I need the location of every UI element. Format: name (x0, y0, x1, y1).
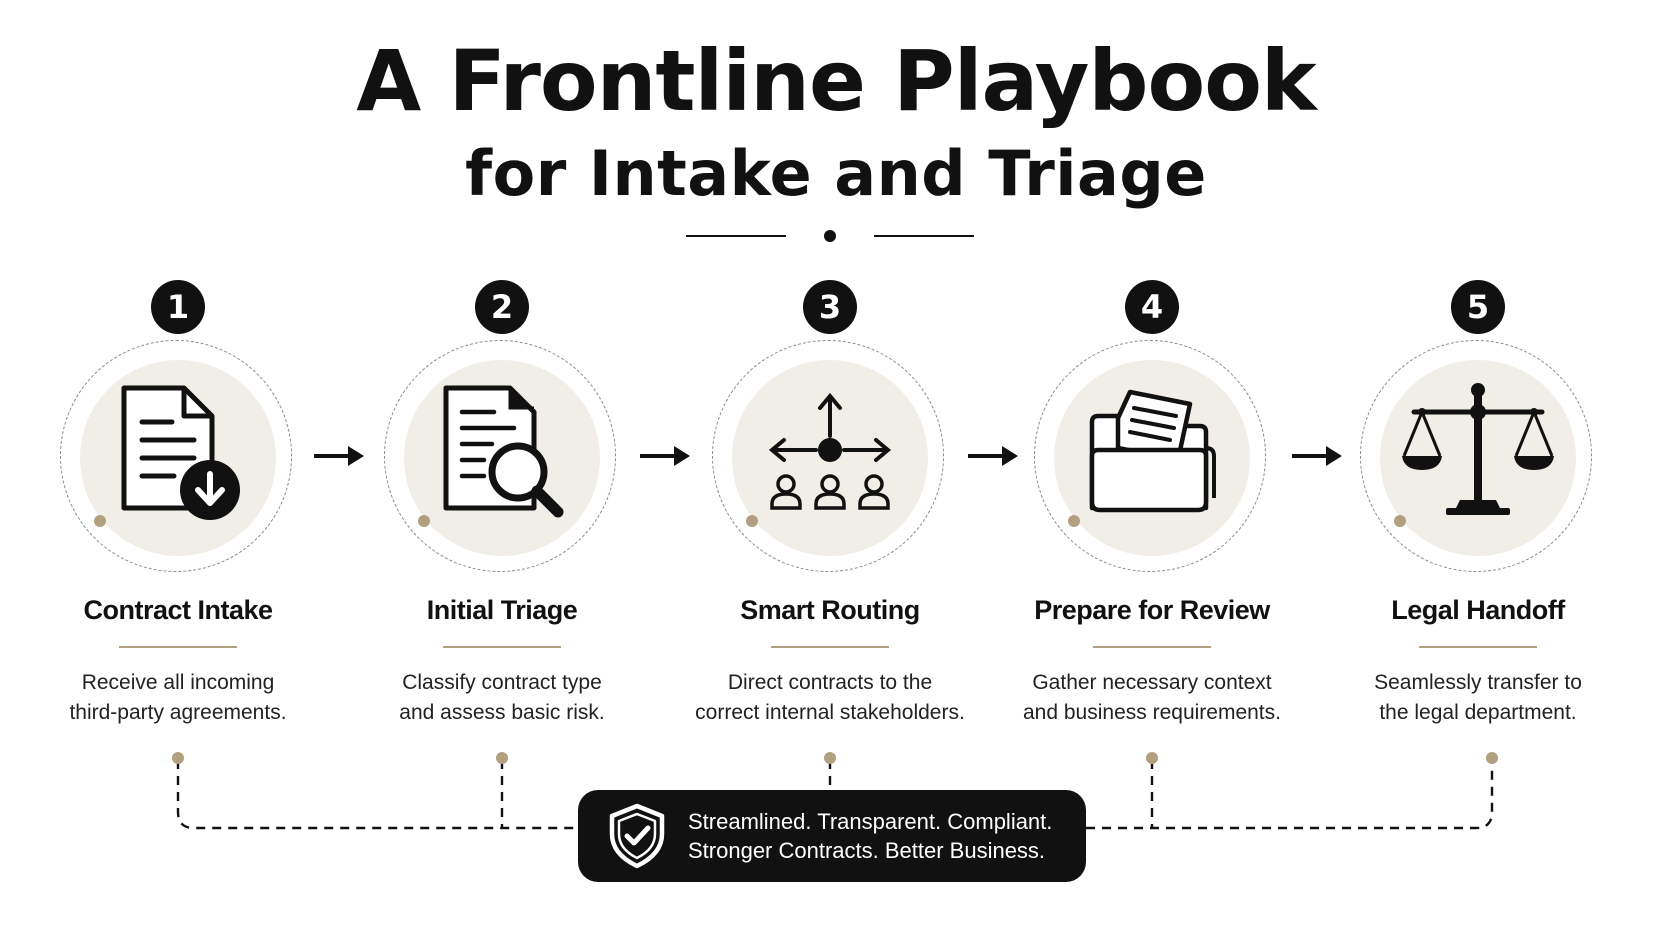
page-subtitle: for Intake and Triage (465, 137, 1207, 210)
step-number: 2 (475, 280, 529, 334)
banner-line-2: Stronger Contracts. Better Business. (688, 838, 1046, 863)
arrow-right-icon (968, 446, 1018, 466)
shield-check-icon (609, 803, 665, 869)
connector-dot-3 (824, 752, 836, 764)
description-line: the legal department. (1379, 701, 1577, 724)
description-line: Seamlessly transfer to (1374, 671, 1582, 694)
ring-dot (1394, 515, 1406, 527)
step-ring (1360, 340, 1592, 572)
step-title: Prepare for Review (1034, 595, 1270, 625)
step-3: 3 Smart Routing Direct contracts to the … (680, 280, 980, 740)
description-line: and assess basic risk. (399, 701, 605, 724)
description-line: correct internal stakeholders. (695, 701, 965, 724)
step-title: Legal Handoff (1391, 595, 1565, 625)
step-title: Contract Intake (83, 595, 273, 625)
description-line: Classify contract type (402, 671, 602, 694)
step-description: Direct contracts to the correct internal… (670, 668, 990, 728)
step-ring (384, 340, 616, 572)
routing-people-icon (768, 392, 892, 510)
divider-line-left (686, 235, 786, 237)
step-description: Classify contract type and assess basic … (342, 668, 662, 728)
step-title: Smart Routing (740, 595, 920, 625)
folder-document-icon (1089, 389, 1216, 513)
ring-dot (1068, 515, 1080, 527)
ring-dot (94, 515, 106, 527)
step-number: 3 (803, 280, 857, 334)
summary-banner: Streamlined. Transparent. Compliant. Str… (578, 790, 1086, 882)
connector-dot-4 (1146, 752, 1158, 764)
step-description: Receive all incoming third-party agreeme… (18, 668, 338, 728)
step-number: 5 (1451, 280, 1505, 334)
description-line: Receive all incoming (81, 671, 275, 694)
accent-line (1093, 646, 1211, 648)
step-ring (60, 340, 292, 572)
connector-step-1 (176, 760, 578, 830)
scales-of-justice-icon (1402, 383, 1554, 515)
arrow-right-icon (314, 446, 364, 466)
description-line: Gather necessary context (1032, 671, 1272, 694)
step-ring (1034, 340, 1266, 572)
ring-dot (418, 515, 430, 527)
divider-dot (824, 230, 836, 242)
step-1: 1 Contract Intake Receive all incoming t… (28, 280, 328, 740)
description-line: third-party agreements. (69, 701, 287, 724)
document-search-icon (443, 385, 564, 518)
step-description: Gather necessary context and business re… (992, 668, 1312, 728)
divider-line-right (874, 235, 974, 237)
arrow-right-icon (640, 446, 690, 466)
document-download-icon (121, 385, 240, 520)
accent-line (1419, 646, 1537, 648)
step-description: Seamlessly transfer to the legal departm… (1318, 668, 1638, 728)
arrow-right-icon (1292, 446, 1342, 466)
step-5: 5 Legal Handoff Seamlessly transfer to t… (1328, 280, 1628, 740)
accent-line (443, 646, 561, 648)
connector-dot-1 (172, 752, 184, 764)
accent-line (119, 646, 237, 648)
step-2: 2 Initial Triage Classify contract type … (352, 280, 652, 740)
connector-dot-2 (496, 752, 508, 764)
step-4: 4 Prepare for Review Gather necessary co… (1002, 280, 1302, 740)
step-title: Initial Triage (426, 595, 578, 625)
description-line: Direct contracts to the (727, 671, 933, 694)
ring-dot (746, 515, 758, 527)
connector-step-5 (1086, 760, 1494, 830)
connector-dot-5 (1486, 752, 1498, 764)
page-title: A Frontline Playbook (356, 32, 1317, 130)
step-number: 4 (1125, 280, 1179, 334)
banner-line-1: Streamlined. Transparent. Compliant. (688, 809, 1053, 834)
step-number: 1 (151, 280, 205, 334)
description-line: and business requirements. (1023, 701, 1281, 724)
accent-line (771, 646, 889, 648)
step-ring (712, 340, 944, 572)
